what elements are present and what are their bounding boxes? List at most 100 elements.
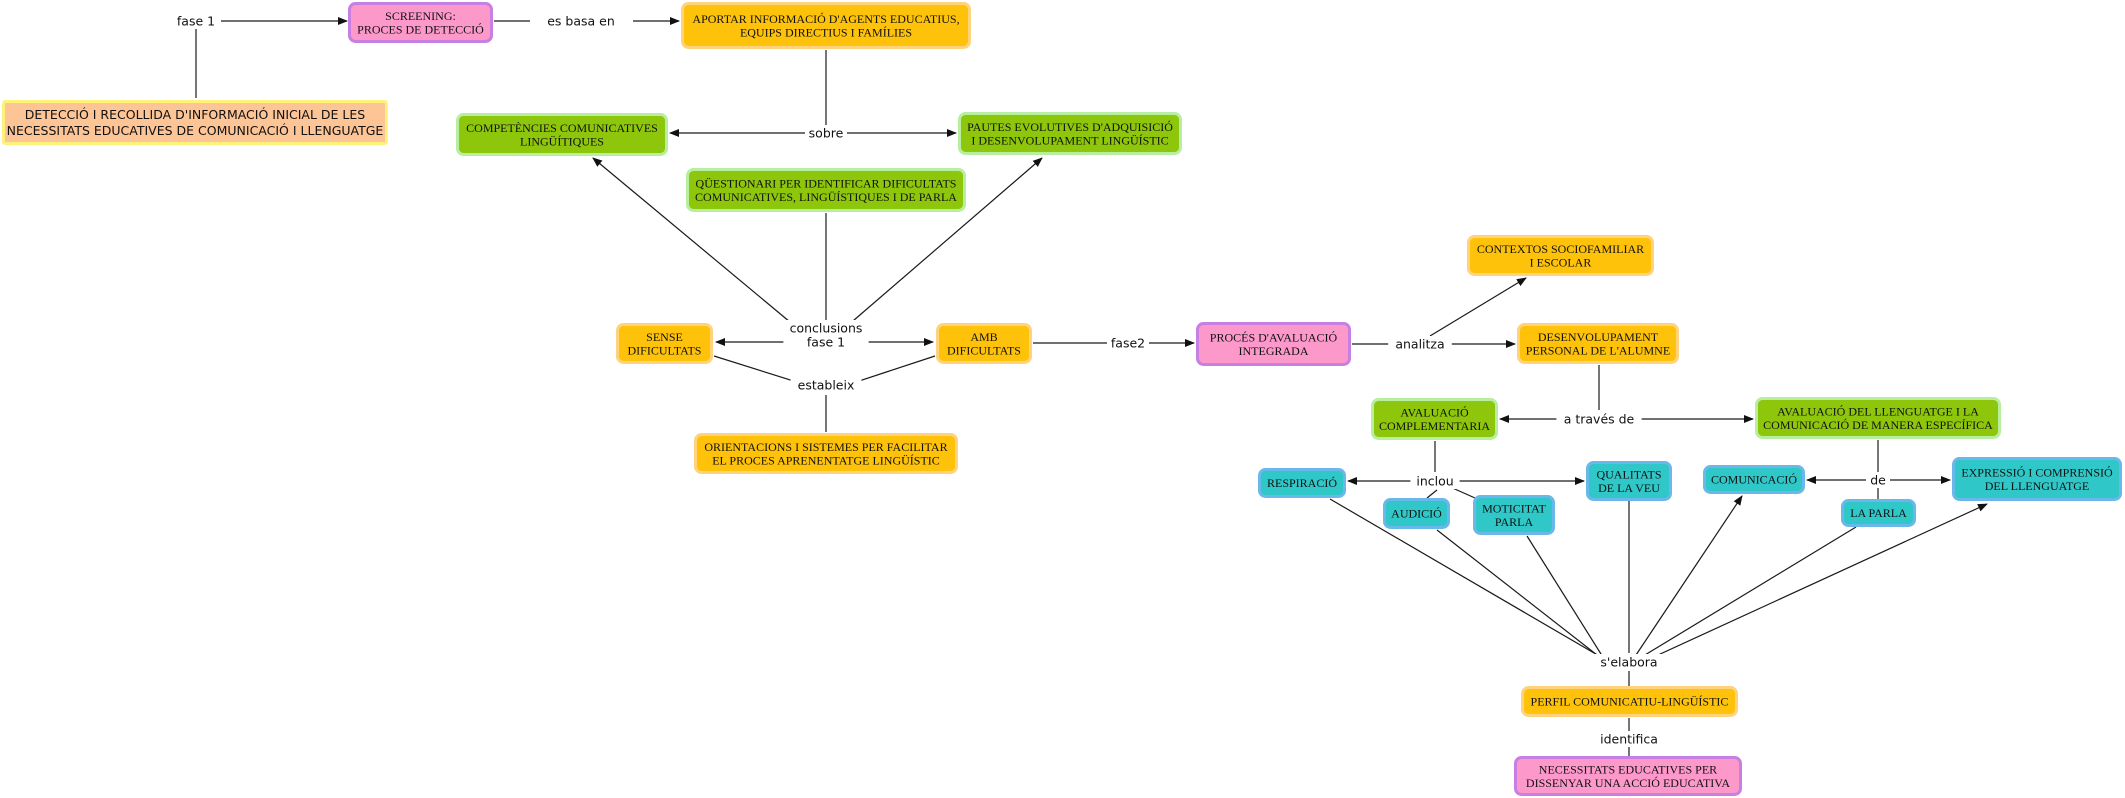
concept-text: PARLA [1495,515,1534,529]
concept-text: DIFICULTATS [628,343,702,357]
concept-questionari[interactable]: QÜESTIONARI PER IDENTIFICAR DIFICULTATSC… [686,168,966,212]
concept-text: COMPETÈNCIES COMUNICATIVES [466,121,658,135]
concept-audicio[interactable]: AUDICIÓ [1383,498,1450,529]
linking-phrase-esbasaen[interactable]: es basa en [542,13,620,29]
linking-phrase-de[interactable]: de [1867,472,1889,488]
concept-text: RESPIRACIÓ [1267,476,1337,490]
linking-phrase-inclou[interactable]: inclou [1410,473,1460,489]
concept-text: INTEGRADA [1239,344,1309,358]
linking-phrase-identifica[interactable]: identifica [1590,731,1668,747]
concept-respiracio[interactable]: RESPIRACIÓ [1258,468,1346,498]
linking-phrase-sobre[interactable]: sobre [805,125,847,141]
concept-text: COMUNICACIÓ [1711,473,1797,487]
concept-box [616,323,713,364]
concept-perfil[interactable]: PERFIL COMUNICATIU-LINGÜÍSTIC [1521,686,1738,717]
concept-box [681,2,971,49]
concept-box [1952,457,2122,501]
linking-phrase-text: es basa en [547,14,615,29]
linking-phrase-text: inclou [1416,474,1453,489]
concept-text: AVALUACIÓ [1400,405,1469,419]
concept-box [1517,323,1679,364]
concept-text: SENSE [646,330,683,344]
linking-phrase-atraves[interactable]: a través de [1556,411,1642,427]
concept-text: EL PROCES APRENENTATGE LINGÜÍSTIC [712,453,940,467]
concept-box [1258,468,1346,498]
concept-box [1514,756,1742,796]
linking-phrase-text: identifica [1600,732,1658,747]
concept-text: AVALUACIÓ DEL LLENGUATGE I LA [1777,404,1979,418]
connector-arrow [592,157,797,328]
linking-phrase-fase2[interactable]: fase2 [1107,335,1149,351]
concept-text: AUDICIÓ [1391,507,1442,521]
concept-avalllenguatge[interactable]: AVALUACIÓ DEL LLENGUATGE I LACOMUNICACIÓ… [1755,397,2001,439]
concept-text: AMB [970,330,997,344]
concept-text: EXPRESSIÓ I COMPRENSIÓ [1961,465,2113,479]
concept-text: DETECCIÓ I RECOLLIDA D'INFORMACIÓ INICIA… [25,107,366,122]
linking-phrase-text: de [1870,473,1886,488]
connector-line [1436,529,1607,663]
concept-box [936,323,1032,364]
concept-text: APORTAR INFORMACIÓ D'AGENTS EDUCATIUS, [692,12,959,26]
concept-aportar[interactable]: APORTAR INFORMACIÓ D'AGENTS EDUCATIUS,EQ… [681,2,971,49]
linking-phrase-fase1[interactable]: fase 1 [171,13,221,29]
concept-box [694,433,958,474]
concept-text: EQUIPS DIRECTIUS I FAMÍLIES [740,25,912,39]
linking-phrase-selabora[interactable]: s'elabora [1593,654,1665,670]
concept-box [1521,686,1738,717]
concept-text: COMUNICATIVES, LINGÜÍSTIQUES I DE PARLA [695,190,957,204]
connections [195,17,1988,756]
concept-laparla[interactable]: LA PARLA [1841,499,1916,527]
concept-text: DIFICULTATS [947,343,1021,357]
concept-box [1196,322,1351,366]
connector-line [1526,535,1607,663]
concept-box [2,100,388,145]
linking-phrase-background [1410,473,1460,489]
concept-text: PROCÉS D'AVALUACIÓ [1210,330,1338,344]
linking-phrase-text: s'elabora [1600,655,1657,670]
concept-text: PROCES DE DETECCIÓ [357,22,484,36]
linking-phrase-analitza[interactable]: analitza [1388,336,1452,352]
concept-text: DE LA VEU [1598,481,1660,495]
concept-comunicacio[interactable]: COMUNICACIÓ [1703,465,1805,494]
connector-line [1426,489,1438,499]
linking-phrase-background [1388,336,1452,352]
concept-text: DESENVOLUPAMENT [1538,330,1659,344]
linking-phrase-text: fase 1 [177,14,215,29]
concept-text: CONTEXTOS SOCIOFAMILIAR [1477,242,1644,256]
connector-arrow [1635,495,1743,656]
concept-text: PAUTES EVOLUTIVES D'ADQUISICIÓ [967,120,1173,134]
concept-box [1473,495,1555,535]
connector-line [852,355,936,384]
linking-phrase-background [805,125,847,141]
concept-orientacions[interactable]: ORIENTACIONS I SISTEMES PER FACILITAREL … [694,433,958,474]
linking-phrase-background [1867,472,1889,488]
linking-phrase-text: conclusions [790,321,863,336]
linking-phrase-estableix[interactable]: estableix [790,377,862,393]
concept-screening[interactable]: SCREENING:PROCES DE DETECCIÓ [348,2,493,43]
concept-box [1841,499,1916,527]
linking-phrase-text: fase2 [1111,336,1145,351]
linking-phrase-background [1590,731,1668,747]
concept-text: COMPLEMENTARIA [1379,419,1490,433]
linking-phrase-background [790,377,862,393]
concept-deteccio[interactable]: DETECCIÓ I RECOLLIDA D'INFORMACIÓ INICIA… [2,100,388,145]
concept-text: DEL LLENGUATGE [1985,479,2090,493]
concept-text: NECESSITATS EDUCATIVES PER [1539,762,1717,776]
linking-phrase-background [171,13,221,29]
linking-phrase-background [542,13,620,29]
linking-phrase-background [1107,335,1149,351]
